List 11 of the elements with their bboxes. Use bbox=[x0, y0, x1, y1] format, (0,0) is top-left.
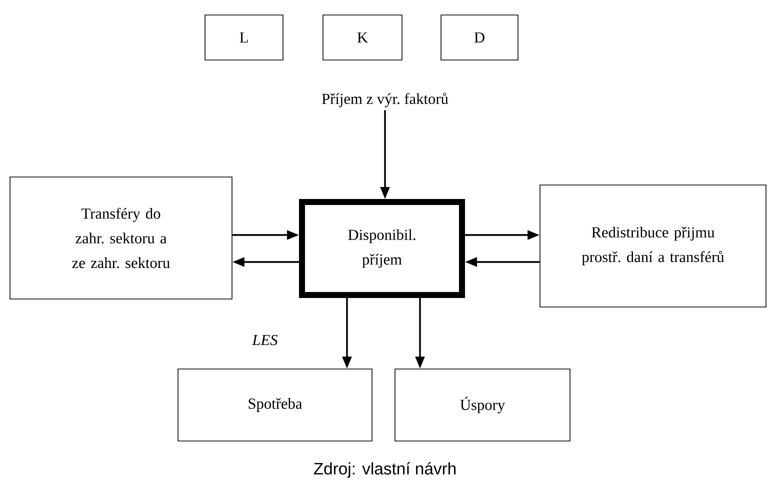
edge-label: LES bbox=[252, 334, 278, 346]
process-box: D bbox=[440, 14, 518, 60]
process-box: L bbox=[204, 14, 284, 60]
caption: Zdroj: vlastní návrh bbox=[314, 462, 456, 478]
process-box: K bbox=[322, 14, 402, 60]
process-box: Disponibil. příjem bbox=[299, 199, 465, 298]
process-box: Transféry do zahr. sektoru a ze zahr. sektoru bbox=[10, 176, 232, 300]
process-box: Úspory bbox=[394, 368, 570, 442]
process-box: Spotřeba bbox=[178, 368, 372, 442]
process-box: Redistribuce přijmu prostř. daní a transférů bbox=[540, 184, 766, 308]
source-text: Příjem z výr. faktorů bbox=[322, 92, 448, 108]
